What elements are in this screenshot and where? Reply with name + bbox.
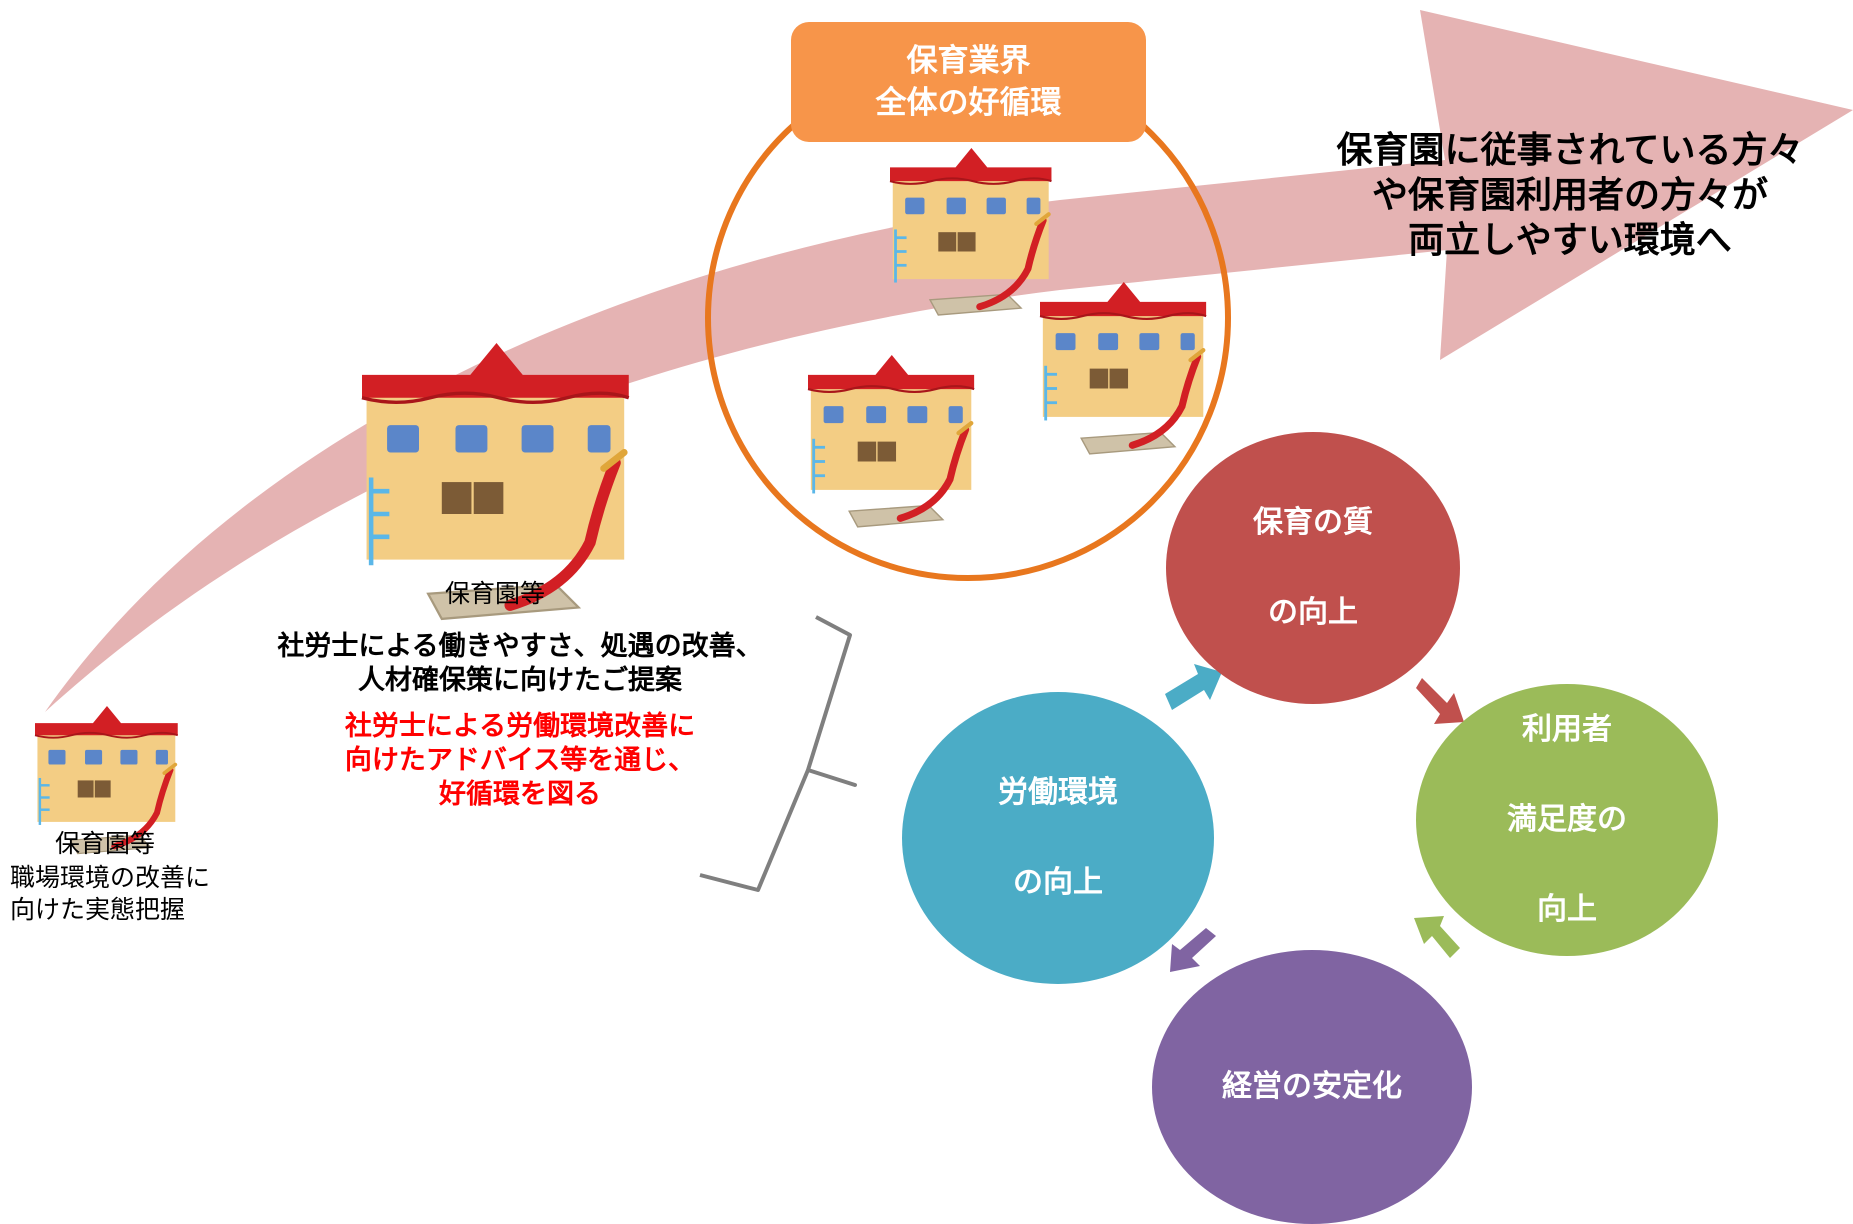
satisfaction-line3: 向上 xyxy=(1537,892,1597,927)
goal-line2: や保育園利用者の方々が xyxy=(1371,175,1768,216)
industry-badge: 保育業界 全体の好循環 xyxy=(791,22,1146,142)
satisfaction-line2: 満足度の xyxy=(1507,802,1627,837)
stage1-desc-line2: 向けた実態把握 xyxy=(10,895,186,924)
stage2-red-line2: 向けたアドバイス等を通じ、 xyxy=(344,745,696,776)
cycle-satisfaction-circle: 利用者 満足度の 向上 xyxy=(1416,684,1718,956)
stage2-line1: 社労士による働きやすさ、処遇の改善、 xyxy=(277,631,763,662)
goal-text: 保育園に従事されている方々 や保育園利用者の方々が 両立しやすい環境へ xyxy=(1290,128,1850,263)
cycle-arrow-icon xyxy=(1170,928,1216,972)
labor-line1: 労働環境 xyxy=(998,775,1118,810)
curly-bracket xyxy=(699,615,857,892)
cycle-quality-circle: 保育の質 の向上 xyxy=(1166,432,1460,704)
quality-line1: 保育の質 xyxy=(1253,505,1373,540)
labor-line2: の向上 xyxy=(1013,865,1103,900)
cycle-arrow-icon xyxy=(1165,664,1222,710)
goal-line3: 両立しやすい環境へ xyxy=(1408,220,1732,261)
nursery-building-icon xyxy=(808,355,974,527)
cycle-arrow-icon xyxy=(1416,678,1464,724)
cycle-management-circle: 経営の安定化 xyxy=(1152,950,1472,1224)
goal-line1: 保育園に従事されている方々 xyxy=(1336,130,1804,171)
management-label: 経営の安定化 xyxy=(1222,1069,1402,1104)
satisfaction-line1: 利用者 xyxy=(1522,712,1612,747)
cycle-arrow-icon xyxy=(1414,916,1460,958)
stage2-proposal: 社労士による働きやすさ、処遇の改善、 人材確保策に向けたご提案 xyxy=(225,630,815,698)
stage2-red-line3: 好循環を図る xyxy=(439,779,601,810)
stage1-desc-line1: 職場環境の改善に xyxy=(10,863,211,892)
stage2-title: 保育園等 xyxy=(444,579,545,608)
cycle-labor-circle: 労働環境 の向上 xyxy=(902,692,1214,984)
progress-arrow xyxy=(45,10,1853,712)
industry-badge-line2: 全体の好循環 xyxy=(875,85,1062,121)
stage2-line2: 人材確保策に向けたご提案 xyxy=(358,665,682,696)
industry-badge-line1: 保育業界 xyxy=(906,43,1031,79)
stage2-advice: 社労士による労働環境改善に 向けたアドバイス等を通じ、 好循環を図る xyxy=(280,710,760,812)
stage1-description: 職場環境の改善に 向けた実態把握 xyxy=(10,862,270,926)
stage1-title: 保育園等 xyxy=(54,829,155,858)
nursery-building-icon xyxy=(1040,282,1206,454)
stage2-red-line1: 社労士による労働環境改善に xyxy=(344,711,696,742)
quality-line2: の向上 xyxy=(1268,595,1358,630)
